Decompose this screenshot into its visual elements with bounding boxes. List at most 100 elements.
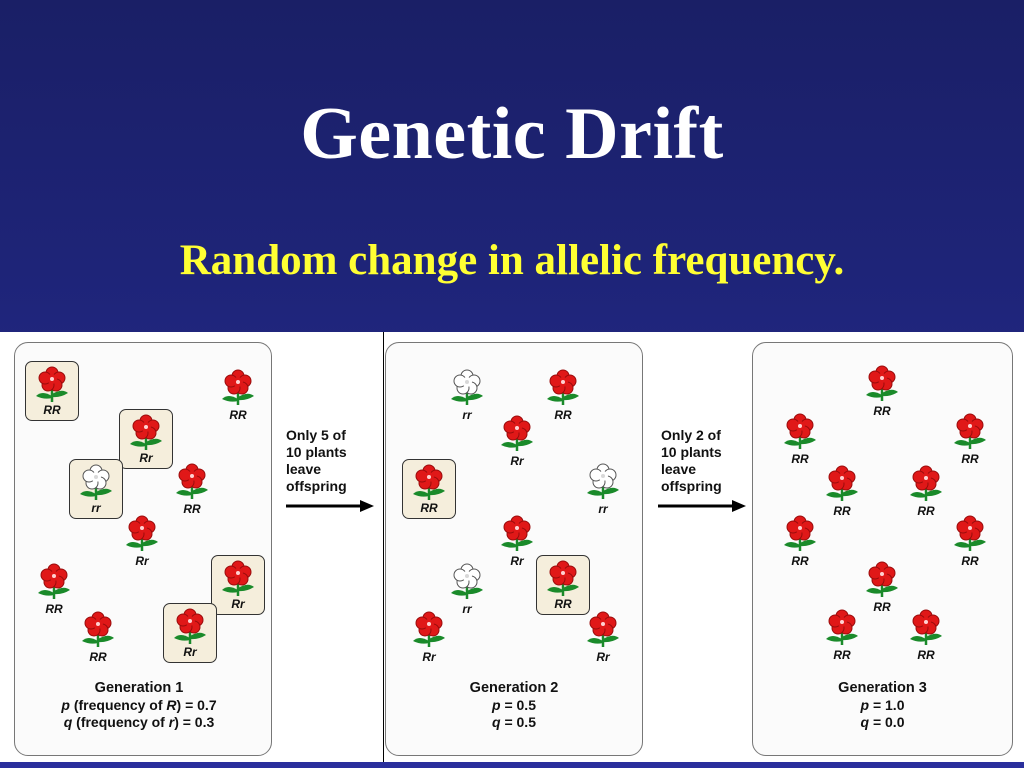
- generation-1-caption: Generation 1 p (frequency of R) = 0.7 q …: [14, 680, 264, 731]
- plant: RR: [943, 409, 997, 469]
- plant-offspring-highlighted: RR: [402, 459, 456, 519]
- red-flower-icon: [910, 465, 942, 501]
- red-flower-icon: [910, 609, 942, 645]
- plant-offspring-highlighted: Rr: [119, 409, 173, 469]
- plant-genotype: RR: [791, 452, 809, 466]
- red-flower-icon: [222, 560, 254, 596]
- red-flower-icon: [38, 563, 70, 599]
- generation-1-q: q (frequency of r) = 0.3: [63, 714, 215, 730]
- genetic-drift-figure: RR RR Rr: [0, 332, 1024, 762]
- slide-subtitle: Random change in allelic frequency.: [179, 237, 845, 284]
- plant-genotype: rr: [462, 602, 472, 616]
- red-flower-icon: [130, 414, 162, 450]
- plant: Rr: [490, 511, 544, 571]
- plant-genotype: RR: [43, 403, 61, 417]
- red-flower-icon: [36, 366, 68, 402]
- plant-genotype: RR: [45, 602, 63, 616]
- plant: Rr: [402, 607, 456, 667]
- figure-divider: [383, 332, 384, 762]
- transition-1-text: Only 5 of 10 plants leave offspring: [286, 427, 347, 494]
- plant-genotype: Rr: [422, 650, 436, 664]
- red-flower-icon: [547, 369, 579, 405]
- plant-offspring-highlighted: RR: [536, 555, 590, 615]
- plant-genotype: Rr: [510, 554, 524, 568]
- plant-genotype: RR: [420, 501, 438, 515]
- plant-offspring-highlighted: rr: [69, 459, 123, 519]
- plant-genotype: RR: [554, 597, 572, 611]
- generation-1-panel: RR RR Rr: [14, 342, 272, 756]
- red-flower-icon: [501, 415, 533, 451]
- generation-2-p: p = 0.5: [492, 697, 536, 713]
- plant-genotype: Rr: [139, 451, 153, 465]
- red-flower-icon: [954, 515, 986, 551]
- red-flower-icon: [826, 609, 858, 645]
- red-flower-icon: [176, 463, 208, 499]
- red-flower-icon: [784, 515, 816, 551]
- white-flower-icon: [587, 463, 619, 499]
- plant-genotype: Rr: [183, 645, 197, 659]
- generation-2-q: q = 0.5: [492, 714, 536, 730]
- red-flower-icon: [866, 561, 898, 597]
- generation-1-label: Generation 1: [94, 680, 184, 696]
- plant-genotype: RR: [554, 408, 572, 422]
- plant-genotype: rr: [462, 408, 472, 422]
- white-flower-icon: [451, 369, 483, 405]
- red-flower-icon: [547, 560, 579, 596]
- transition-2-arrow: [658, 500, 746, 512]
- plant: rr: [440, 365, 494, 425]
- plant: RR: [855, 361, 909, 421]
- plant: RR: [899, 461, 953, 521]
- red-flower-icon: [501, 515, 533, 551]
- plant-offspring-highlighted: Rr: [211, 555, 265, 615]
- red-flower-icon: [954, 413, 986, 449]
- plant: RR: [855, 557, 909, 617]
- red-flower-icon: [174, 608, 206, 644]
- plant: RR: [27, 559, 81, 619]
- plant: RR: [165, 459, 219, 519]
- transition-2-text: Only 2 of 10 plants leave offspring: [661, 427, 722, 494]
- plant-genotype: Rr: [135, 554, 149, 568]
- generation-3-panel: RR RR RR: [752, 342, 1013, 756]
- generation-3-q: q = 0.0: [860, 714, 905, 730]
- generation-2-caption: Generation 2 p = 0.5 q = 0.5: [385, 680, 643, 731]
- plant-genotype: rr: [91, 501, 101, 515]
- plant-genotype: RR: [183, 502, 201, 516]
- generation-3-p: p = 1.0: [860, 697, 905, 713]
- plant-genotype: RR: [873, 600, 891, 614]
- plant-offspring-highlighted: Rr: [163, 603, 217, 663]
- red-flower-icon: [413, 611, 445, 647]
- generation-1-p: p (frequency of R) = 0.7: [61, 697, 217, 713]
- plant-genotype: RR: [961, 554, 979, 568]
- plant: rr: [440, 559, 494, 619]
- plant: RR: [943, 511, 997, 571]
- generation-2-label: Generation 2: [469, 680, 559, 696]
- plant: RR: [815, 605, 869, 665]
- plant-genotype: Rr: [231, 597, 245, 611]
- red-flower-icon: [784, 413, 816, 449]
- white-flower-icon: [80, 464, 112, 500]
- red-flower-icon: [82, 611, 114, 647]
- plant-genotype: RR: [833, 504, 851, 518]
- white-flower-icon: [451, 563, 483, 599]
- plant: RR: [773, 409, 827, 469]
- red-flower-icon: [413, 464, 445, 500]
- plant-genotype: RR: [229, 408, 247, 422]
- plant: Rr: [490, 411, 544, 471]
- plant: RR: [211, 365, 265, 425]
- transition-1-arrow: [286, 500, 374, 512]
- plant: rr: [576, 459, 630, 519]
- plant-genotype: Rr: [596, 650, 610, 664]
- plant: RR: [815, 461, 869, 521]
- plant: RR: [773, 511, 827, 571]
- plant-genotype: RR: [873, 404, 891, 418]
- plant-genotype: RR: [791, 554, 809, 568]
- slide-title: Genetic Drift: [300, 93, 724, 175]
- plant: Rr: [115, 511, 169, 571]
- red-flower-icon: [126, 515, 158, 551]
- plant-genotype: RR: [917, 648, 935, 662]
- plant: Rr: [576, 607, 630, 667]
- plant-genotype: Rr: [510, 454, 524, 468]
- plant: RR: [899, 605, 953, 665]
- plant-genotype: RR: [917, 504, 935, 518]
- plant: RR: [71, 607, 125, 667]
